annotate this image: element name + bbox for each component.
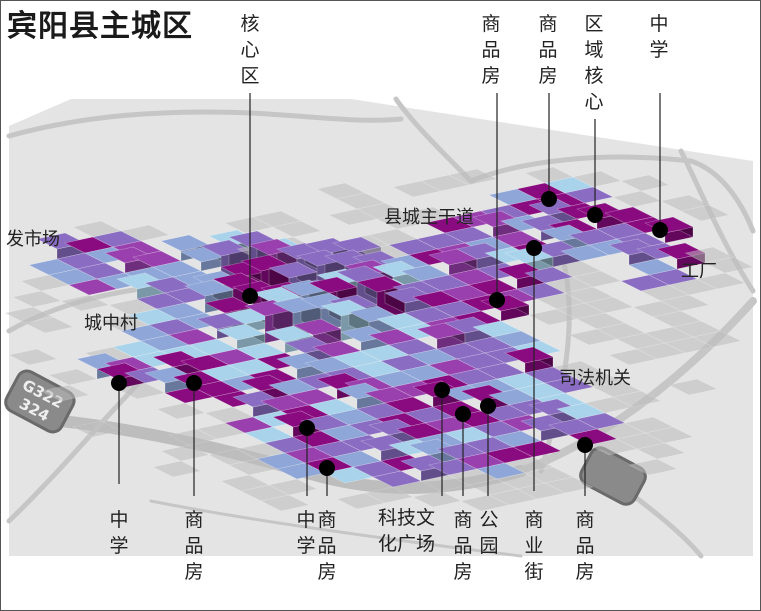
label-middle-school-1: 中学 [649, 13, 669, 61]
empty-tile [260, 494, 310, 512]
callout-dot [577, 437, 593, 453]
callout-dot [319, 460, 335, 476]
callout-dot [434, 382, 450, 398]
label-regional-core: 区域核心 [584, 13, 604, 113]
map-title: 宾阳县主城区 [7, 9, 193, 44]
empty-tile [544, 476, 594, 494]
road [468, 154, 756, 234]
empty-tile [644, 426, 694, 444]
callout-dot [480, 398, 496, 414]
empty-tile [120, 224, 170, 242]
callout-dot [587, 207, 603, 223]
empty-tile [152, 460, 202, 478]
label-main-road: 县城主干道 [384, 207, 474, 228]
empty-tile [24, 316, 74, 334]
density-tile [512, 440, 562, 458]
callout-dot [299, 420, 315, 436]
label-judicial-office: 司法机关 [559, 368, 631, 389]
label-wholesale-market: 发市场 [6, 229, 60, 250]
label-housing-3: 商品房 [184, 509, 204, 583]
label-middle-school-3: 中学 [296, 509, 316, 557]
shield [579, 446, 647, 506]
empty-tile [668, 378, 718, 396]
callouts [111, 93, 668, 496]
empty-tile [704, 256, 754, 274]
block-top-face [504, 346, 554, 364]
label-middle-school-2: 中学 [109, 509, 129, 557]
callout-dot [455, 406, 471, 422]
label-line: 化广场 [378, 533, 436, 555]
empty-tile [612, 390, 662, 408]
callout-dot [186, 375, 202, 391]
empty-tile [692, 330, 742, 348]
label-commercial-street: 商业街 [524, 509, 544, 583]
empty-tile [8, 348, 58, 366]
empty-tile [40, 384, 90, 402]
label-housing-1: 商品房 [481, 13, 501, 87]
callout-dot [111, 375, 127, 391]
label-housing-6: 商品房 [575, 509, 595, 583]
empty-tile [620, 174, 670, 192]
label-housing-5: 商品房 [453, 509, 473, 583]
empty-tile [660, 294, 710, 312]
empty-tile [636, 442, 686, 460]
callout-dot [652, 222, 668, 238]
label-tech-culture-plaza: 科技文 化广场 [378, 505, 444, 557]
road [393, 96, 474, 184]
label-line: 科技文 [378, 507, 436, 529]
empty-tile [628, 458, 678, 476]
label-park: 公园 [479, 509, 499, 557]
empty-tile [696, 272, 746, 290]
label-urban-village: 城中村 [84, 313, 138, 334]
callout-dot [526, 240, 542, 256]
road [6, 378, 144, 524]
empty-tile [268, 478, 318, 496]
empty-tile [272, 220, 322, 238]
callout-dot [489, 292, 505, 308]
label-housing-4: 商品房 [317, 509, 337, 583]
label-factory: 工厂 [681, 261, 717, 282]
label-core-area: 核心区 [239, 11, 261, 89]
density-tiles [4, 166, 754, 512]
empty-tile [680, 204, 730, 222]
road [6, 109, 404, 139]
callout-dot [541, 191, 557, 207]
label-housing-2: 商品房 [538, 13, 558, 87]
empty-tile [72, 420, 122, 438]
callout-dot [242, 288, 258, 304]
road [149, 499, 523, 558]
